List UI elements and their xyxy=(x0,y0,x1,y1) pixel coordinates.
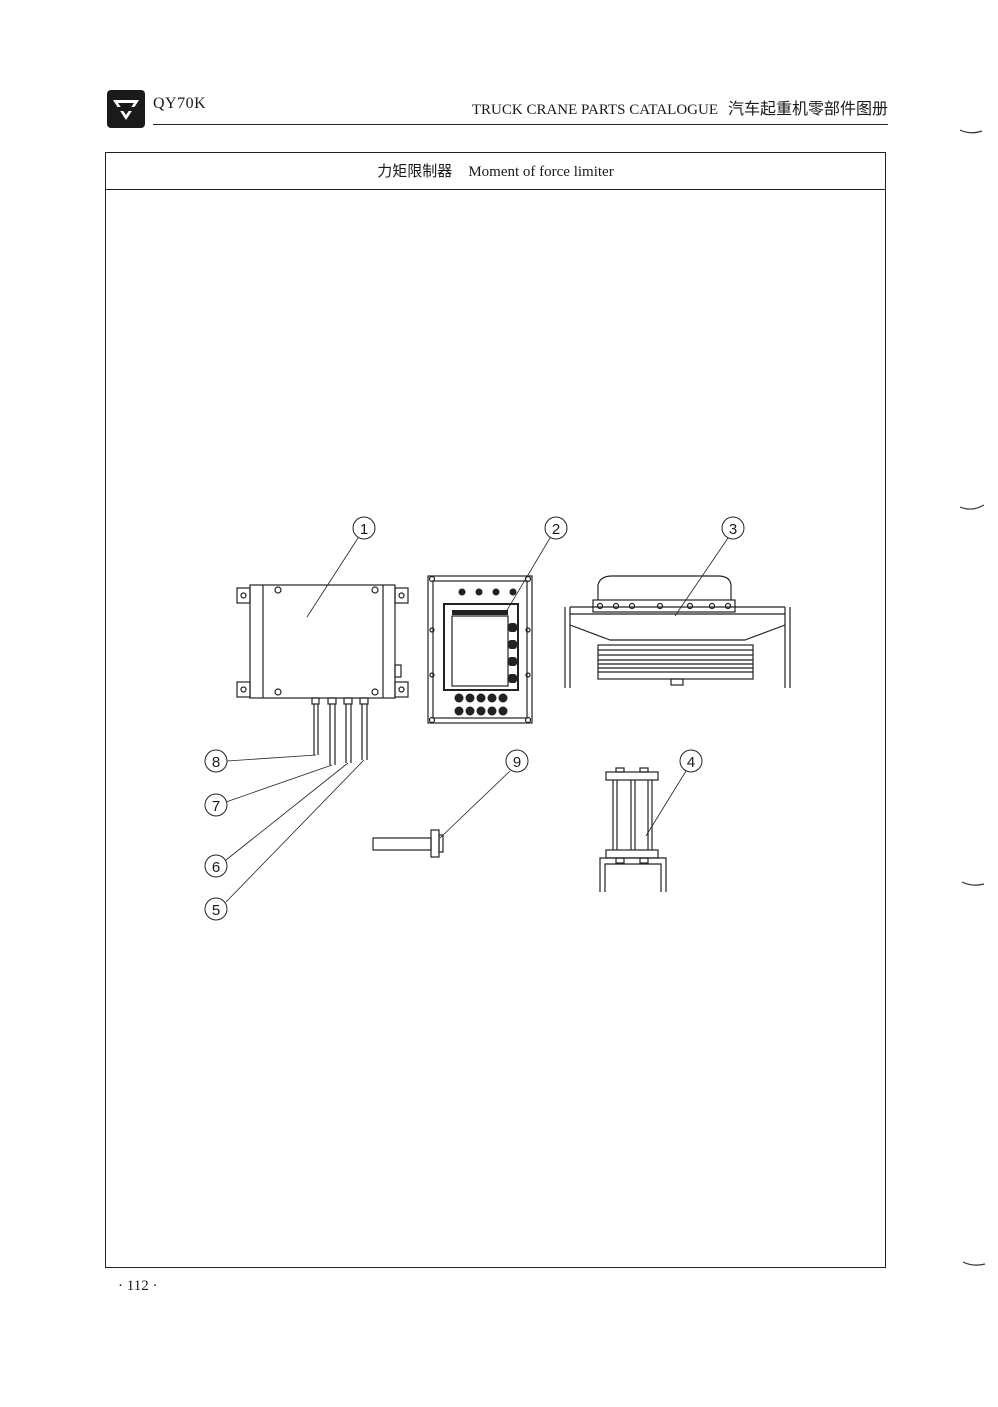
control-box-part xyxy=(236,584,409,765)
section-title-en: Moment of force limiter xyxy=(468,164,614,180)
drawing-frame: 力矩限制器 Moment of force limiter xyxy=(105,152,886,1268)
brand-logo-icon xyxy=(107,90,145,128)
callout-9: 9 xyxy=(513,754,521,771)
bracket-part xyxy=(599,767,667,892)
callout-4: 4 xyxy=(687,754,695,771)
header-rule xyxy=(153,124,888,125)
section-title-cn: 力矩限制器 xyxy=(377,162,453,180)
section-title: 力矩限制器 Moment of force limiter xyxy=(106,153,885,190)
callout-5: 5 xyxy=(212,902,220,919)
callout-circles xyxy=(204,516,745,921)
catalogue-title: TRUCK CRANE PARTS CATALOGUE 汽车起重机零部件图册 xyxy=(472,95,888,119)
catalogue-title-cn: 汽车起重机零部件图册 xyxy=(727,99,888,118)
page-number: · 112 · xyxy=(118,1278,158,1294)
callout-8: 8 xyxy=(212,754,220,771)
catalogue-title-en: TRUCK CRANE PARTS CATALOGUE xyxy=(471,102,718,118)
scan-artifacts xyxy=(959,129,986,1266)
model-label: QY70K xyxy=(153,95,207,112)
pin-part xyxy=(372,829,444,858)
callout-3: 3 xyxy=(729,521,737,538)
cable-reel-part xyxy=(564,575,791,688)
callout-6: 6 xyxy=(212,859,220,876)
callout-2: 2 xyxy=(552,521,560,538)
callout-1: 1 xyxy=(360,521,368,538)
callout-7: 7 xyxy=(212,798,220,815)
display-unit-part xyxy=(427,575,533,724)
leader-lines xyxy=(225,537,729,903)
